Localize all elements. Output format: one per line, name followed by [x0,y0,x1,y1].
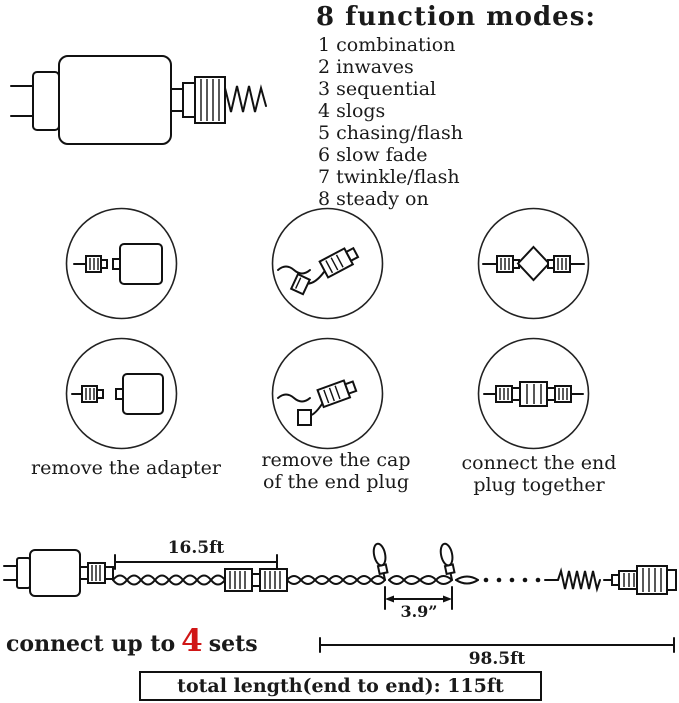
step-circle-adapter-1 [65,207,178,320]
bulb-icon [439,542,456,581]
mode-item: 1 combination [318,34,456,56]
measure-bulb-spacing [384,586,453,610]
modes-list: 1 combination 2 inwaves 3 sequential 4 s… [318,34,463,210]
connect-suffix: sets [208,631,258,657]
caption-line: of the end plug [263,470,409,493]
mode-item: 6 slow fade [318,144,428,166]
segment-length-label: 16.5ft [167,538,225,558]
measure-main-segment [319,637,675,653]
power-adapter-illustration [10,55,267,145]
step-circle-adapter-2 [65,337,178,450]
diagram-connector-pair [224,568,288,592]
caption-connect-plug: connect the end plug together [450,452,628,496]
connect-count: 4 [181,623,203,659]
connect-prefix: connect up to [6,631,176,657]
mode-item: 3 sequential [318,78,437,100]
caption-line: connect the end [461,452,617,474]
step-circle-end-cap-2 [271,337,384,450]
mode-item: 2 inwaves [318,56,414,78]
caption-remove-adapter: remove the adapter [30,457,222,480]
caption-remove-cap: remove the cap of the end plug [252,449,420,493]
caption-line: remove the adapter [31,457,221,479]
string-lights-diagram [3,542,677,653]
mode-item: 7 twinkle/flash [318,166,460,188]
mode-item: 4 slogs [318,100,386,122]
modes-title: 8 function modes: [316,2,596,32]
adapter-ridges [200,79,220,121]
bulb-icon [372,542,389,581]
diagram-end-plug [611,565,677,595]
measure-adapter-segment [114,554,278,570]
step-circle-connect-1 [477,207,590,320]
caption-line: plug together [473,473,605,496]
bulb-spacing-label: 3.9” [400,602,438,621]
total-length-label: total length(end to end): 115ft [177,675,504,697]
mode-item: 5 chasing/flash [318,122,463,144]
total-length-box: total length(end to end): 115ft [139,671,542,701]
step-circle-connect-2 [477,337,590,450]
mode-item: 8 steady on [318,188,429,210]
step-circle-end-cap-1 [271,207,384,320]
diagram-adapter [3,549,114,597]
caption-line: remove the cap [261,449,411,471]
continuation-dots [483,577,541,583]
main-segment-length-label: 98.5ft [468,649,526,669]
